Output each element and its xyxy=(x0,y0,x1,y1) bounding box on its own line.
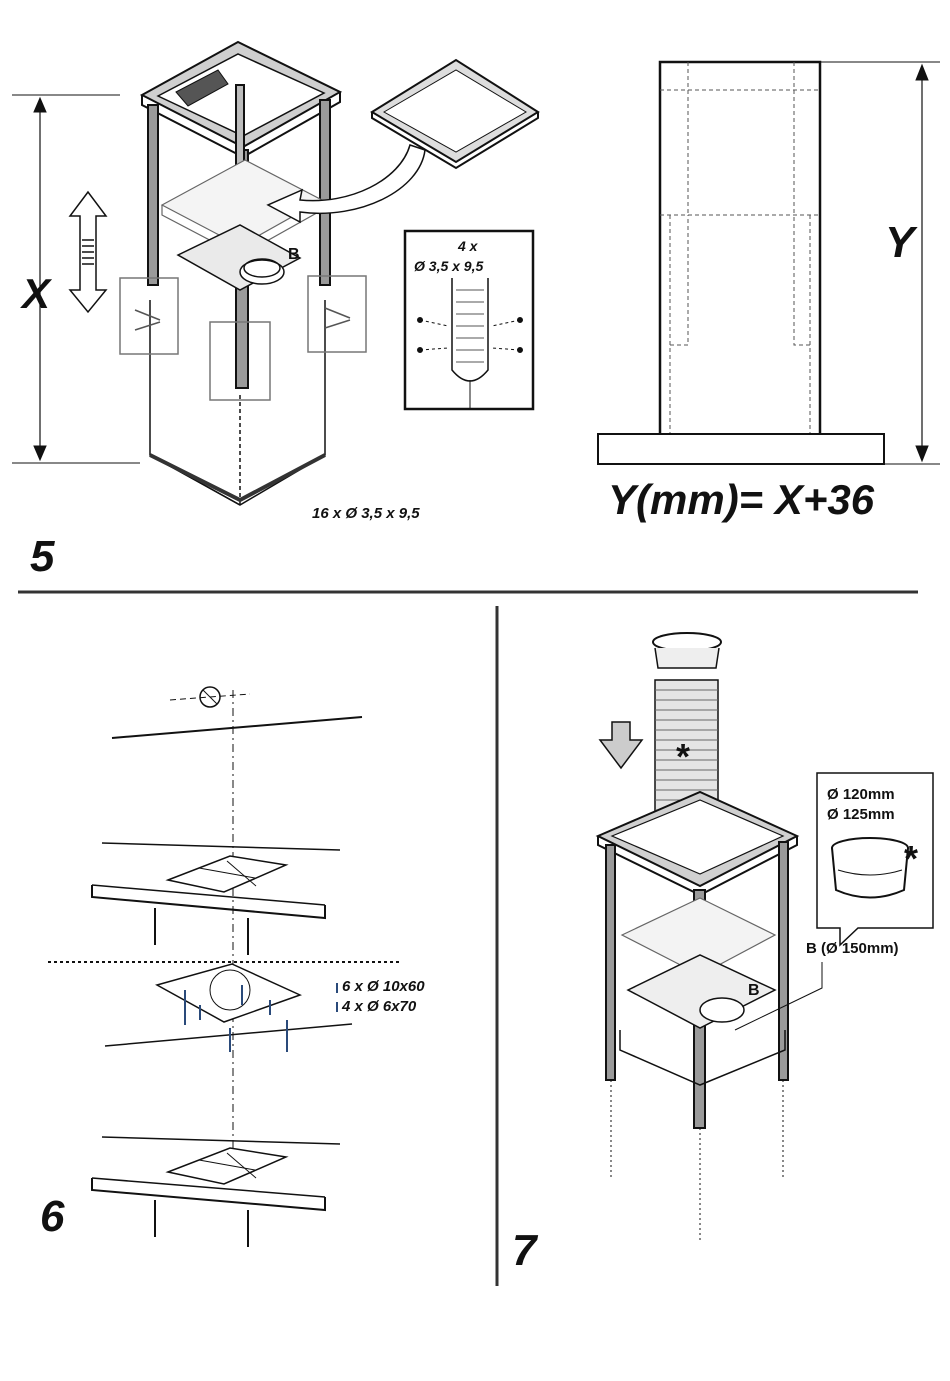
support-frame-top-7 xyxy=(598,792,797,895)
screws-total-label: 16 x Ø 3,5 x 9,5 xyxy=(312,505,420,522)
dimension-y-label: Y xyxy=(885,218,914,268)
down-arrow-icon xyxy=(600,722,642,768)
detail-quantity-label: 4 x xyxy=(458,238,477,254)
y-dimension-line xyxy=(820,62,940,464)
dimension-x-label: X xyxy=(22,270,50,318)
adapter-asterisk: * xyxy=(904,838,918,880)
step-7-number: 7 xyxy=(512,1226,536,1276)
part-b-label-7: B xyxy=(748,982,760,1000)
chimney-elevation xyxy=(598,62,884,464)
cover-panel xyxy=(372,60,538,168)
step7-illustration xyxy=(598,633,933,1240)
adapter-diameter-1: Ø 120mm xyxy=(827,786,895,803)
formula-label: Y(mm)= X+36 xyxy=(608,476,874,524)
duct-asterisk: * xyxy=(676,736,690,778)
part-b-diameter-label: B (Ø 150mm) xyxy=(806,940,899,957)
adjust-height-double-arrow-icon xyxy=(70,192,106,312)
part-b-label: B xyxy=(288,246,300,264)
insert-arrow-icon xyxy=(268,145,425,222)
step6-illustration xyxy=(48,687,402,1247)
adapter-diameter-2: Ø 125mm xyxy=(827,806,895,823)
step-6-number: 6 xyxy=(40,1192,64,1242)
fixings-line-1: 6 x Ø 10x60 xyxy=(342,978,425,995)
detail-screw-label: Ø 3,5 x 9,5 xyxy=(414,258,483,274)
step-5-number: 5 xyxy=(30,532,54,582)
fixings-line-2: 4 x Ø 6x70 xyxy=(342,998,416,1015)
